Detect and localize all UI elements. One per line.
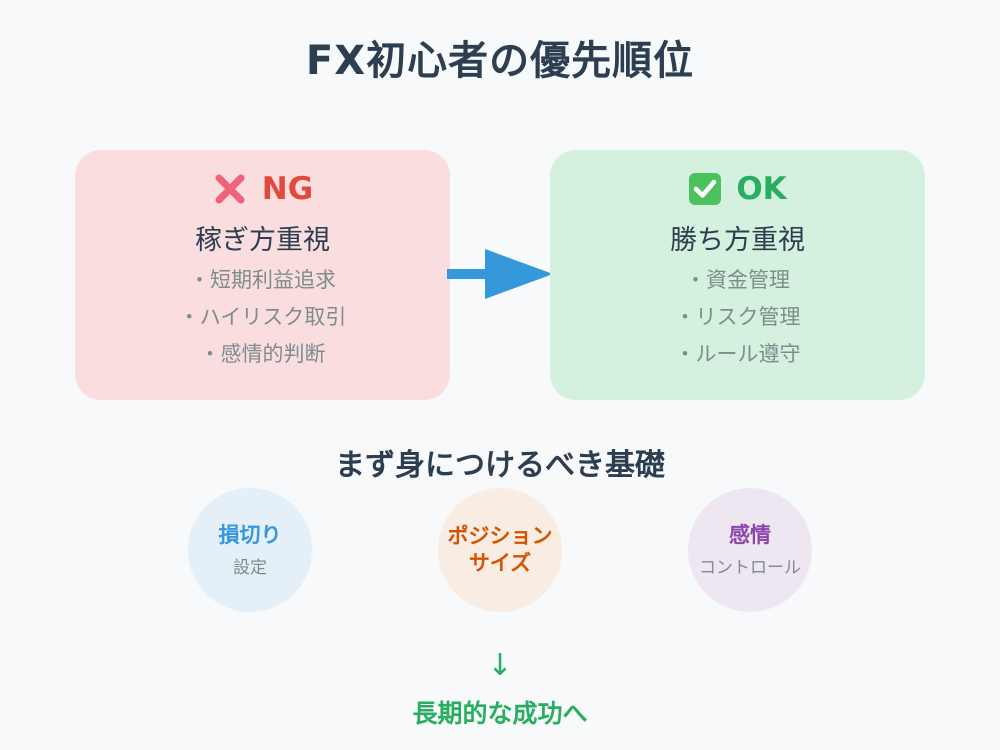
- ng-card-header: NG: [75, 168, 450, 210]
- ok-card-heading: 勝ち方重視: [670, 225, 805, 256]
- circle-sub-label: 設定: [233, 558, 267, 578]
- ng-card: NG 稼ぎ方重視 ・短期利益追求 ・ハイリスク取引 ・感情的判断: [75, 150, 450, 400]
- ok-card-header: OK: [550, 168, 925, 210]
- basic-circle-position-size: ポジション サイズ: [438, 488, 562, 612]
- circle-main-label: 損切り: [218, 523, 282, 547]
- ng-badge: NG: [261, 171, 314, 207]
- circle-main-label: ポジション: [447, 524, 553, 548]
- goal-label: 長期的な成功へ: [412, 699, 588, 728]
- ng-card-list: ・短期利益追求 ・ハイリスク取引 ・感情的判断: [75, 262, 450, 373]
- list-item: ・ルール遵守: [674, 342, 801, 366]
- page-title: FX初心者の優先順位: [305, 38, 695, 84]
- ok-card-list: ・資金管理 ・リスク管理 ・ルール遵守: [550, 262, 925, 373]
- list-item: ・短期利益追求: [189, 268, 336, 292]
- ok-card: OK 勝ち方重視 ・資金管理 ・リスク管理 ・ルール遵守: [550, 150, 925, 400]
- cross-mark-icon: [215, 174, 245, 204]
- ok-badge: OK: [736, 171, 787, 207]
- right-arrow-icon: [447, 249, 553, 299]
- list-item: ・資金管理: [685, 268, 790, 292]
- circle-main-label: サイズ: [468, 551, 532, 575]
- ng-card-heading: 稼ぎ方重視: [195, 225, 330, 256]
- down-arrow-icon: ↓: [487, 648, 513, 683]
- basic-circle-stop-loss: 損切り 設定: [188, 488, 312, 612]
- list-item: ・リスク管理: [674, 305, 801, 329]
- circle-main-label: 感情: [729, 523, 771, 547]
- basic-circle-emotion-control: 感情 コントロール: [688, 488, 812, 612]
- list-item: ・感情的判断: [199, 342, 326, 366]
- circle-sub-label: コントロール: [699, 558, 801, 578]
- list-item: ・ハイリスク取引: [178, 305, 347, 329]
- basics-heading: まず身につけるべき基礎: [335, 448, 665, 483]
- check-mark-icon: [689, 173, 722, 205]
